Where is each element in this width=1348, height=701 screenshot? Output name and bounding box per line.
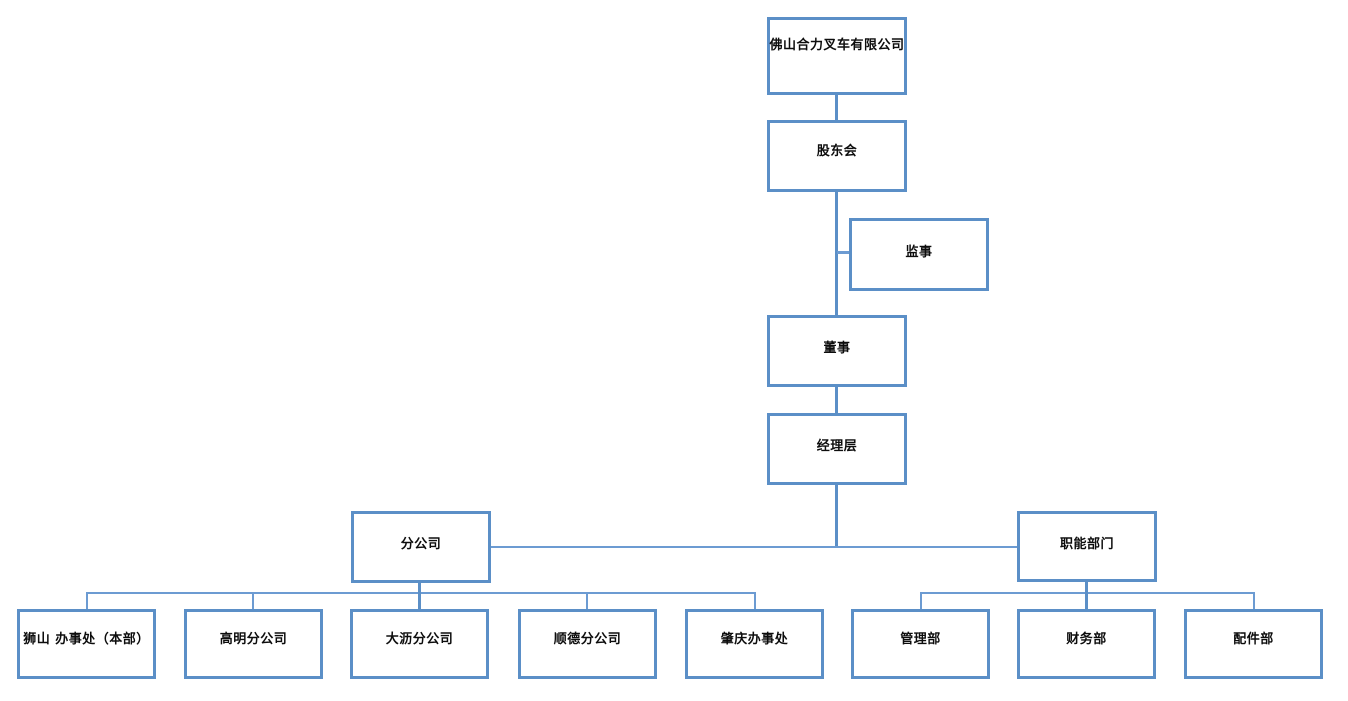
node-leaf-function-2[interactable]: 财务部: [1017, 609, 1156, 679]
node-label-root: 佛山合力叉车有限公司: [769, 38, 905, 54]
node-root-company[interactable]: 佛山合力叉车有限公司: [767, 17, 907, 95]
node-leaf-branch-5[interactable]: 肇庆办事处: [685, 609, 824, 679]
connector-director-to-management: [835, 386, 838, 414]
node-director[interactable]: 董事: [767, 315, 907, 387]
connector-function-child-1: [920, 592, 922, 610]
connector-branch-child-3: [418, 592, 421, 610]
node-label-branch-3: 大沥分公司: [385, 632, 454, 648]
node-management-layer[interactable]: 经理层: [767, 413, 907, 485]
node-label-function-1: 管理部: [900, 632, 941, 648]
node-leaf-branch-1[interactable]: 狮山 办事处（本部）: [17, 609, 156, 679]
connector-root-to-shareholders: [835, 94, 838, 121]
node-label-function-3: 配件部: [1233, 632, 1274, 648]
connector-shareholders-to-director: [835, 191, 838, 316]
connector-branches-drop: [418, 581, 421, 595]
connector-function-child-3: [1253, 592, 1255, 610]
node-branch-companies[interactable]: 分公司: [351, 511, 491, 583]
node-shareholders-meeting[interactable]: 股东会: [767, 120, 907, 192]
node-leaf-branch-3[interactable]: 大沥分公司: [350, 609, 489, 679]
node-label-branch-1: 狮山 办事处（本部）: [23, 632, 150, 648]
connector-branches-bus: [86, 592, 756, 594]
node-leaf-function-3[interactable]: 配件部: [1184, 609, 1323, 679]
node-label-supervisor: 监事: [905, 244, 933, 260]
node-label-branch-5: 肇庆办事处: [720, 632, 789, 648]
connector-functions-drop: [1085, 581, 1088, 595]
node-label-branches: 分公司: [400, 537, 442, 553]
connector-management-drop: [835, 484, 838, 548]
node-supervisor[interactable]: 监事: [849, 218, 989, 291]
connector-management-bus: [488, 546, 1019, 548]
node-label-branch-4: 顺德分公司: [553, 632, 622, 648]
node-leaf-branch-4[interactable]: 顺德分公司: [518, 609, 657, 679]
connector-branch-child-1: [86, 592, 88, 610]
connector-branch-child-4: [586, 592, 588, 610]
connector-branch-child-5: [754, 592, 756, 610]
node-label-management: 经理层: [816, 439, 858, 455]
node-label-functions: 职能部门: [1059, 536, 1114, 552]
node-label-shareholders: 股东会: [816, 144, 858, 160]
node-functional-departments[interactable]: 职能部门: [1017, 511, 1157, 582]
node-label-branch-2: 高明分公司: [219, 632, 288, 648]
node-leaf-function-1[interactable]: 管理部: [851, 609, 990, 679]
node-label-director: 董事: [823, 341, 851, 357]
connector-branch-child-2: [252, 592, 254, 610]
node-label-function-2: 财务部: [1066, 632, 1107, 648]
connector-function-child-2: [1085, 592, 1088, 610]
connector-spine-to-supervisor: [837, 251, 851, 254]
node-leaf-branch-2[interactable]: 高明分公司: [184, 609, 323, 679]
